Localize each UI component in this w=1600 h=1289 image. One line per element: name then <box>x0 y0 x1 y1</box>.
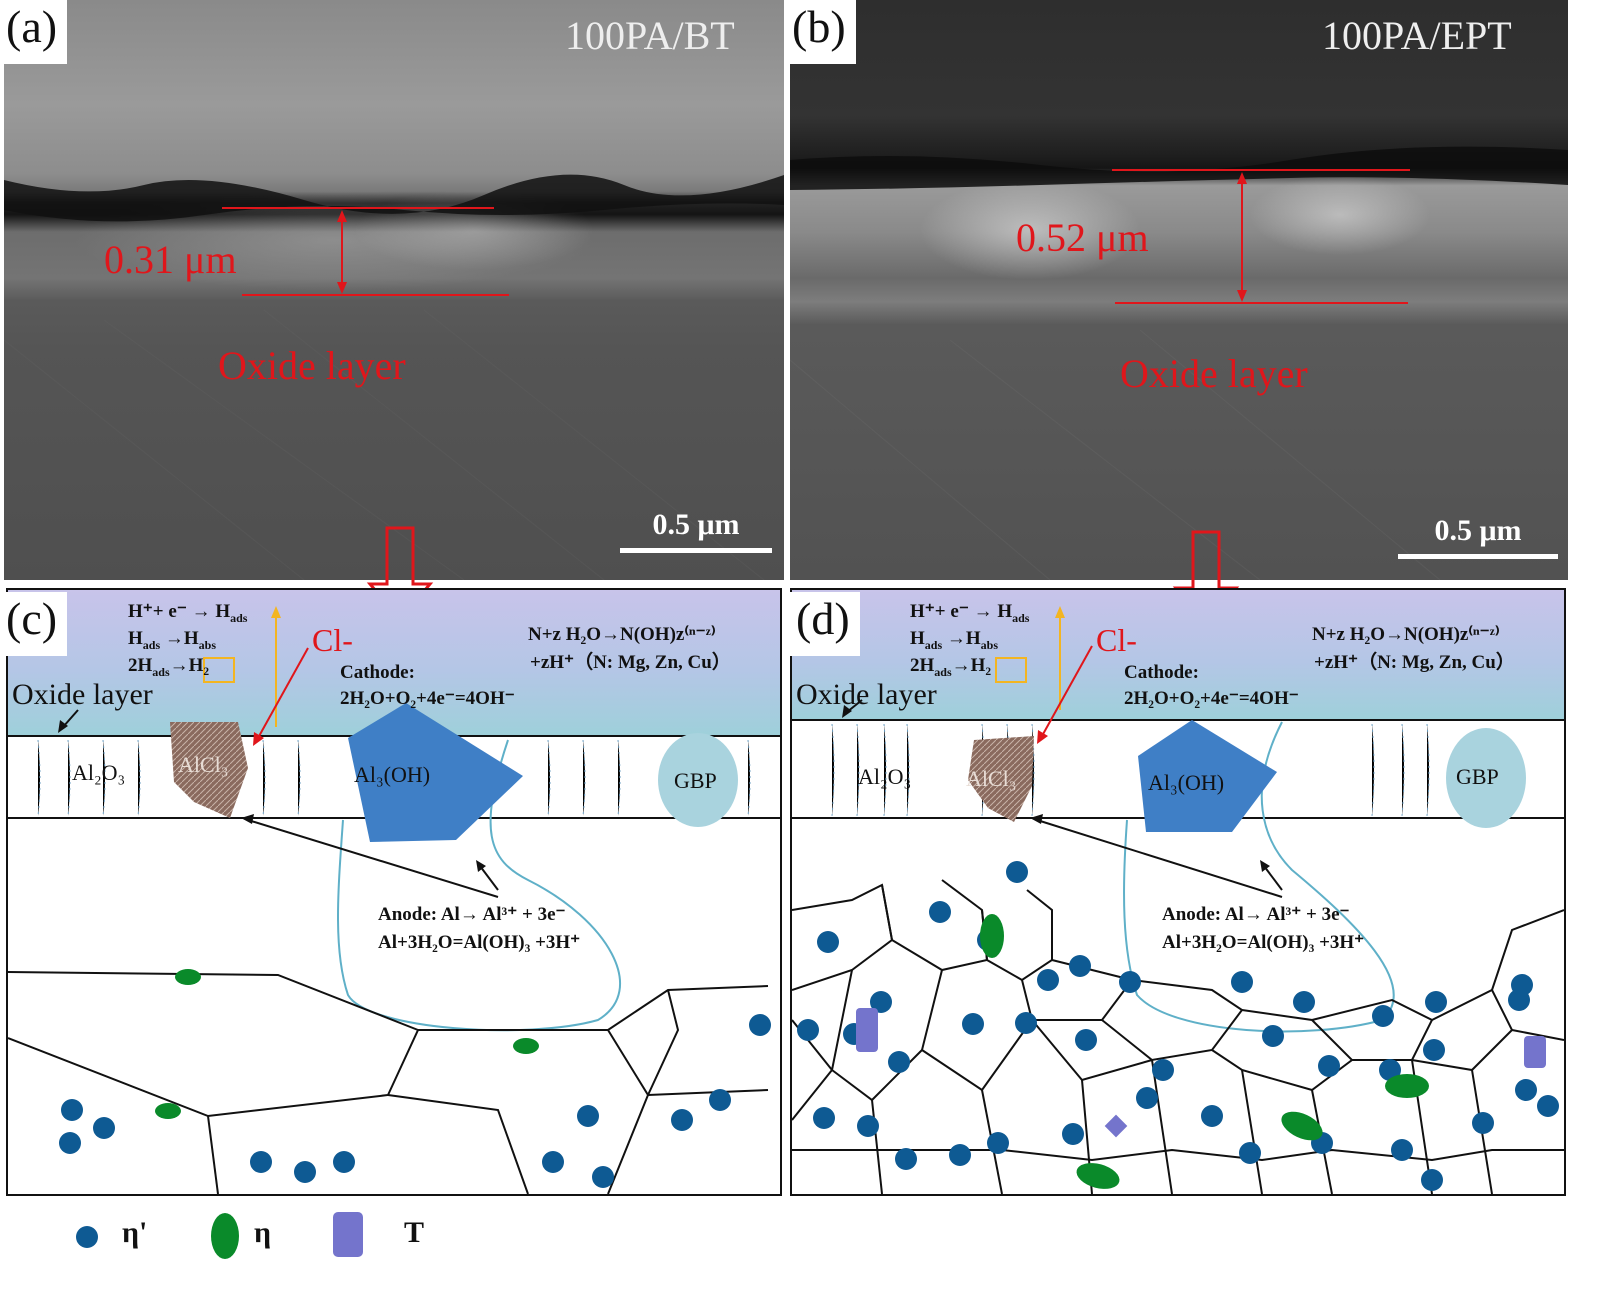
gbp-label-c: GBP <box>674 768 717 793</box>
cathode-title-c: Cathode: <box>340 662 415 683</box>
hydrogen-eq-3-c: 2Hads→H₂ <box>128 654 210 679</box>
sem-texture-b <box>790 146 1568 580</box>
scale-bar-line-a <box>620 548 772 553</box>
aloh-label-c: Al₃(OH) <box>354 762 431 787</box>
oxide-layer-label-c: Oxide layer <box>12 678 153 711</box>
cathode-eq-c: 2H₂O+O₂+4e⁻=4OH⁻ <box>340 688 515 709</box>
hydrogen-eq-2-d: Hads →Habs <box>910 627 998 652</box>
eta-precipitates <box>155 969 539 1119</box>
chloride-label-d: Cl- <box>1096 622 1137 658</box>
gbp-particle <box>658 733 738 827</box>
aloh-label-d: Al₃(OH) <box>1148 770 1225 795</box>
n-eq-2-c: +zH⁺（N: Mg, Zn, Cu） <box>530 652 731 673</box>
al2o3-label-d: Al₂O₃ <box>858 764 912 789</box>
thickness-marker-b <box>1112 169 1410 304</box>
legend: η' η T <box>0 1200 600 1280</box>
panel-label-b: (b) <box>786 0 856 64</box>
panel-label-d: (d) <box>790 592 860 656</box>
oxide-hatching <box>37 739 751 817</box>
anode-eq-2-c: Al+3H₂O=Al(OH)₃ +3H⁺ <box>378 932 581 953</box>
grain-boundaries <box>8 971 769 1194</box>
panel-label-c: (c) <box>0 592 68 656</box>
eta-precipitates-d <box>980 914 1429 1189</box>
alcl3-particle-d <box>968 736 1034 822</box>
oxide-layer-label-b: Oxide layer <box>1120 351 1308 396</box>
thickness-label-a: 0.31 μm <box>104 237 237 282</box>
hydrogen-equations-d: H⁺+ e⁻ → Hads Hads →Habs 2Hads→H₂ <box>910 599 1029 680</box>
alcl3-particle <box>170 722 248 818</box>
chloride-arrow <box>253 732 264 746</box>
alcl3-label-c: AlCl₃ <box>178 752 229 777</box>
hydrogen-eq-1-c: H⁺+ e⁻ → Hads <box>128 601 248 625</box>
n-eq-2-d: +zH⁺（N: Mg, Zn, Cu） <box>1314 652 1515 673</box>
hydrogen-eq-2-c: Hads →Habs <box>128 627 216 652</box>
cathode-eq-d: 2H₂O+O₂+4e⁻=4OH⁻ <box>1124 688 1299 709</box>
legend-eta-symbol <box>211 1213 239 1259</box>
schematic-c-graphics <box>8 590 780 1194</box>
scale-bar-b: 0.5 μm <box>1398 514 1558 559</box>
legend-eta-label: η <box>254 1216 272 1249</box>
sem-texture-a <box>4 174 784 580</box>
panel-label-a: (a) <box>0 0 68 64</box>
chloride-label-c: Cl- <box>312 622 353 658</box>
al2o3-label-c: Al₂O₃ <box>72 760 126 785</box>
schematic-d <box>790 588 1566 1196</box>
thickness-label-b: 0.52 μm <box>1016 215 1149 260</box>
oxide-layer-band-d <box>792 590 1564 720</box>
hydrogen-equations-c: H⁺+ e⁻ → Hads Hads →Habs 2Hads→H₂ <box>128 599 247 680</box>
legend-t-label: T <box>404 1216 425 1249</box>
scale-bar-line-b <box>1398 554 1558 559</box>
sem-image-a <box>4 0 784 580</box>
sem-image-b <box>790 0 1568 580</box>
hydrogen-eq-3-d: 2Hads→H₂ <box>910 654 992 679</box>
pit-outline <box>337 739 622 1032</box>
gbp-particle-d <box>1446 728 1526 828</box>
h2-escape-arrow <box>271 606 281 618</box>
cathode-title-d: Cathode: <box>1124 662 1199 683</box>
gbp-label-d: GBP <box>1456 764 1499 789</box>
scale-bar-a: 0.5 μm <box>620 508 772 553</box>
eta-prime-precipitates-d <box>797 861 1559 1191</box>
scale-bar-text-a: 0.5 μm <box>652 508 740 541</box>
legend-t-symbol <box>333 1212 363 1257</box>
schematic-d-graphics <box>792 590 1564 1194</box>
anode-eq-1-d: Anode: Al→ Al³⁺ + 3e⁻ <box>1162 904 1350 925</box>
legend-eta-prime-label: η' <box>122 1216 148 1249</box>
eta-prime-precipitates <box>59 1014 771 1188</box>
anode-eq-1-c: Anode: Al→ Al³⁺ + 3e⁻ <box>378 904 566 925</box>
n-eq-1-c: N+z H₂O→N(OH)z⁽ⁿ⁻ᶻ⁾ <box>528 624 716 645</box>
aloh-particle-d <box>1138 720 1277 832</box>
anode-eq-2-d: Al+3H₂O=Al(OH)₃ +3H⁺ <box>1162 932 1365 953</box>
sem-title-a: 100PA/BT <box>565 13 735 58</box>
n-eq-1-d: N+z H₂O→N(OH)z⁽ⁿ⁻ᶻ⁾ <box>1312 624 1500 645</box>
sem-title-b: 100PA/EPT <box>1322 13 1512 58</box>
aloh-particle <box>348 703 523 842</box>
schematic-c <box>6 588 782 1196</box>
alcl3-label-d: AlCl₃ <box>966 766 1017 791</box>
legend-eta-prime-symbol <box>76 1226 98 1248</box>
scale-bar-text-b: 0.5 μm <box>1434 514 1522 547</box>
oxide-layer-label-d: Oxide layer <box>796 678 937 711</box>
thickness-marker-a <box>222 207 509 296</box>
oxide-layer-label-a: Oxide layer <box>218 343 406 388</box>
t-phase-precipitates-d <box>856 1008 1546 1138</box>
hydrogen-eq-1-d: H⁺+ e⁻ → Hads <box>910 601 1030 625</box>
